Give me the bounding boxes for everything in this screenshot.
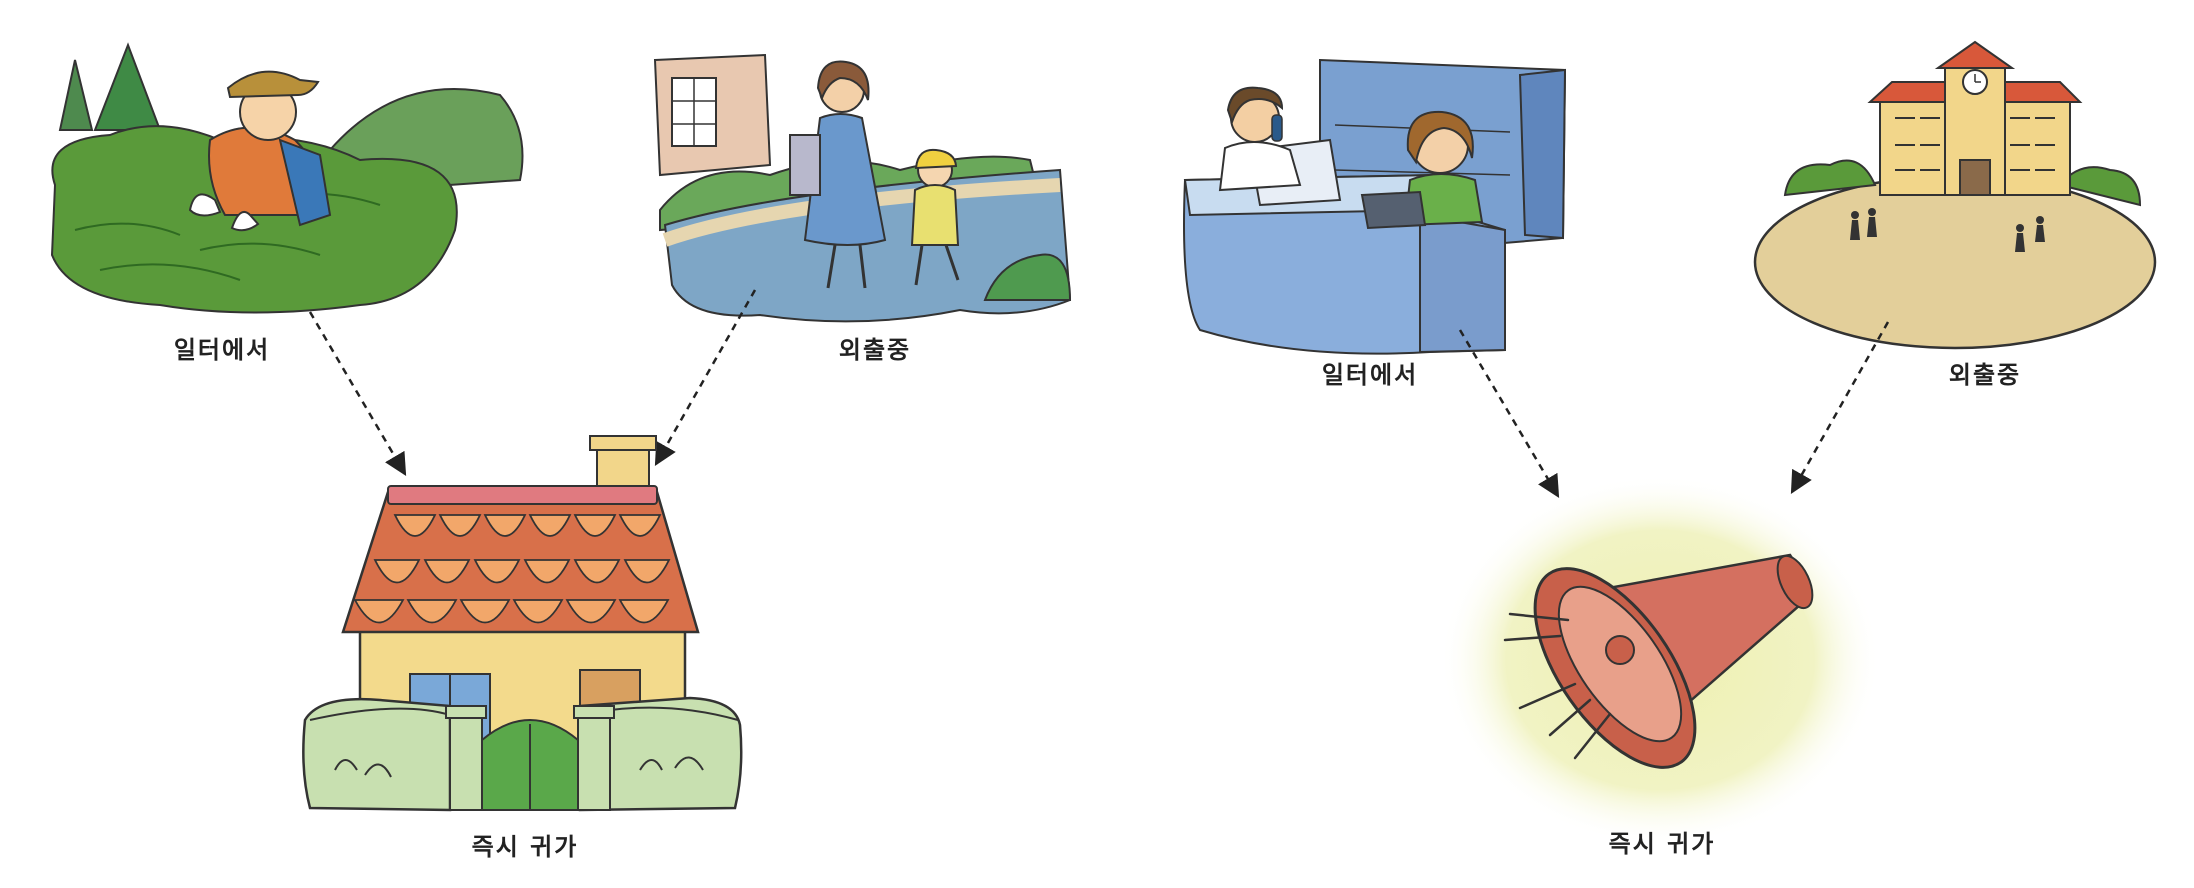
source-label-work: 일터에서 [1322, 361, 1418, 389]
diagram-right: 일터에서 외출중 즉시 귀가 [1183, 40, 2157, 858]
office-workers-icon [1183, 58, 1567, 355]
target-label-return-home: 즉시 귀가 [472, 833, 579, 861]
arrow-outing-to-home [654, 289, 757, 466]
arrow-work-to-broadcast [1458, 329, 1560, 498]
house-icon [302, 435, 743, 812]
megaphone-icon [1440, 475, 1880, 845]
arrow-work-to-home [308, 311, 407, 476]
source-label-outing: 외출중 [1949, 361, 2021, 389]
farmer-in-field-icon [50, 42, 524, 314]
diagram-left: 일터에서 외출중 [50, 42, 1072, 861]
school-playground-icon [1753, 40, 2157, 350]
source-label-work: 일터에서 [174, 336, 270, 364]
source-label-outing: 외출중 [839, 336, 911, 364]
arrow-outing-to-broadcast [1790, 321, 1890, 494]
target-label-return-home: 즉시 귀가 [1609, 830, 1716, 858]
mother-and-child-walking-icon [653, 53, 1072, 323]
